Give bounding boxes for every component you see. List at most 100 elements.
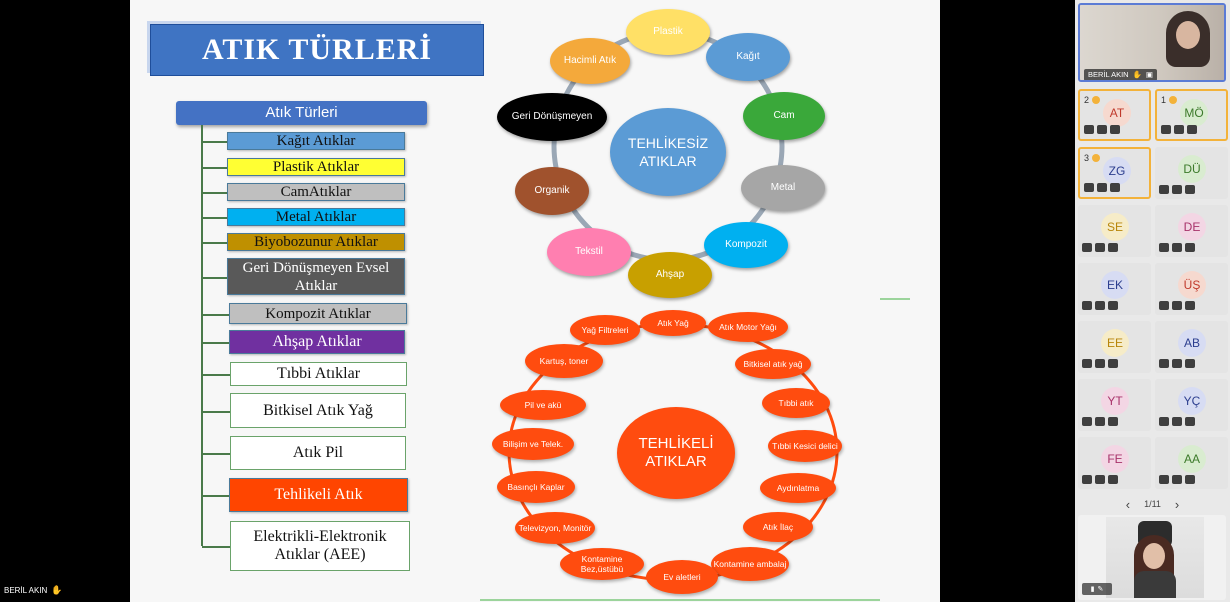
camera-off-icon xyxy=(1095,359,1105,368)
pagination-next-button[interactable]: › xyxy=(1174,496,1180,512)
participant-avatar: ÜŞ xyxy=(1178,271,1206,299)
participant-tile[interactable]: EK xyxy=(1078,263,1151,315)
mic-off-icon xyxy=(1185,243,1195,252)
participant-avatar: ZG xyxy=(1103,157,1131,185)
participant-status-icons xyxy=(1159,185,1195,195)
presenter-video-tile[interactable]: BERİL AKIN ✋ ▣ xyxy=(1078,3,1226,82)
screen-share-icon: ▣ xyxy=(1145,70,1154,79)
hazard-waste-circle: Atık İlaç xyxy=(743,512,813,542)
signal-icon: ▮ xyxy=(1090,586,1095,593)
participant-tile[interactable]: AB xyxy=(1155,321,1228,373)
participant-avatar: SE xyxy=(1101,213,1129,241)
raised-hand-icon: ✋ xyxy=(51,585,63,595)
camera-off-icon xyxy=(1095,243,1105,252)
tree-trunk-line xyxy=(201,125,203,546)
tree-branch-line xyxy=(202,167,227,169)
participant-status-icons xyxy=(1159,475,1195,485)
participant-tile[interactable]: AA xyxy=(1155,437,1228,489)
tree-branch-line xyxy=(202,495,229,497)
pagination: ‹ 1/11 › xyxy=(1075,496,1230,512)
hand-status-icon xyxy=(1159,185,1169,194)
participant-tile[interactable]: ÜŞ xyxy=(1155,263,1228,315)
hand-status-icon xyxy=(1084,125,1094,134)
safe-waste-circle: Plastik xyxy=(626,9,710,55)
diagram-lines xyxy=(480,29,910,601)
participant-tile[interactable]: YT xyxy=(1078,379,1151,431)
tree-branch-line xyxy=(202,411,230,413)
self-video-controls: ▮ ✎ xyxy=(1082,583,1112,595)
participant-tile[interactable]: YÇ xyxy=(1155,379,1228,431)
participant-tile[interactable]: DÜ xyxy=(1155,147,1228,199)
tree-branch-line xyxy=(202,453,230,455)
safe-waste-circle: Organik xyxy=(515,167,589,215)
hand-status-icon xyxy=(1082,359,1092,368)
participant-status-icons xyxy=(1159,359,1195,369)
tree-item: Elektrikli-Elektronik Atıklar (AEE) xyxy=(230,521,410,571)
participant-tile[interactable]: DE xyxy=(1155,205,1228,257)
participant-tile[interactable]: EE xyxy=(1078,321,1151,373)
safe-waste-circle: Metal xyxy=(741,165,825,211)
raised-hand-icon xyxy=(1092,154,1100,162)
raised-hand-icon xyxy=(1169,96,1177,104)
participant-avatar: MÖ xyxy=(1180,99,1208,127)
participant-avatar: DE xyxy=(1178,213,1206,241)
participant-avatar: DÜ xyxy=(1178,155,1206,183)
participant-avatar: AB xyxy=(1178,329,1206,357)
hazard-waste-circle: Kartuş, toner xyxy=(525,344,603,378)
participant-tile[interactable]: FE xyxy=(1078,437,1151,489)
hazard-waste-circle: Atık Motor Yağı xyxy=(708,312,788,342)
hazard-waste-circle: Kontamine Bez,üstübü xyxy=(560,548,644,580)
tree-item: Ahşap Atıklar xyxy=(229,330,405,354)
participant-tile[interactable]: 3 ZG xyxy=(1078,147,1151,199)
tree-item: Biyobozunur Atıklar xyxy=(227,233,405,251)
tree-item: Metal Atıklar xyxy=(227,208,405,226)
hand-status-icon xyxy=(1159,475,1169,484)
pagination-text: 1/11 xyxy=(1144,499,1161,509)
tree-branch-line xyxy=(202,374,230,376)
participant-status-icons xyxy=(1159,417,1195,427)
tree-branch-line xyxy=(202,342,229,344)
mic-off-icon xyxy=(1185,475,1195,484)
camera-off-icon xyxy=(1172,185,1182,194)
camera-off-icon xyxy=(1174,125,1184,134)
participant-avatar: YT xyxy=(1101,387,1129,415)
mic-icon: ✎ xyxy=(1097,586,1104,593)
tree-item: Tıbbi Atıklar xyxy=(230,362,407,386)
mic-off-icon xyxy=(1110,125,1120,134)
tree-item: Kompozit Atıklar xyxy=(229,303,407,324)
participant-status-icons xyxy=(1082,301,1118,311)
participant-status-icons xyxy=(1084,125,1120,135)
hazard-waste-circle: Ev aletleri xyxy=(646,560,718,594)
camera-off-icon xyxy=(1172,243,1182,252)
mic-off-icon xyxy=(1108,475,1118,484)
raised-hand-icon xyxy=(1092,96,1100,104)
tree-branch-line xyxy=(202,141,227,143)
hand-status-icon xyxy=(1082,417,1092,426)
pagination-prev-button[interactable]: ‹ xyxy=(1125,496,1131,512)
self-video-tile[interactable]: ▮ ✎ xyxy=(1078,515,1226,600)
hazard-center-label: TEHLİKELİ ATIKLAR xyxy=(638,435,714,470)
mic-off-icon xyxy=(1108,359,1118,368)
participant-avatar: AA xyxy=(1178,445,1206,473)
participant-tile[interactable]: SE xyxy=(1078,205,1151,257)
hazard-waste-circle: Tıbbi atık xyxy=(762,388,830,418)
tree-item: Geri Dönüşmeyen Evsel Atıklar xyxy=(227,258,405,295)
participant-avatar: EE xyxy=(1101,329,1129,357)
mic-off-icon xyxy=(1108,301,1118,310)
safe-waste-circle: Kompozit xyxy=(704,222,788,268)
tree-branch-line xyxy=(202,217,227,219)
hand-raise-order: 3 xyxy=(1084,153,1090,163)
participant-avatar: AT xyxy=(1103,99,1131,127)
participant-status-icons xyxy=(1084,183,1120,193)
hazard-waste-circle: Televizyon, Monitör xyxy=(515,512,595,544)
tree-root-label: Atık Türleri xyxy=(176,101,427,125)
participant-status-icons xyxy=(1082,243,1118,253)
tree-item: Kağıt Atıklar xyxy=(227,132,405,150)
hand-status-icon xyxy=(1082,475,1092,484)
mic-off-icon xyxy=(1185,359,1195,368)
camera-off-icon xyxy=(1172,359,1182,368)
